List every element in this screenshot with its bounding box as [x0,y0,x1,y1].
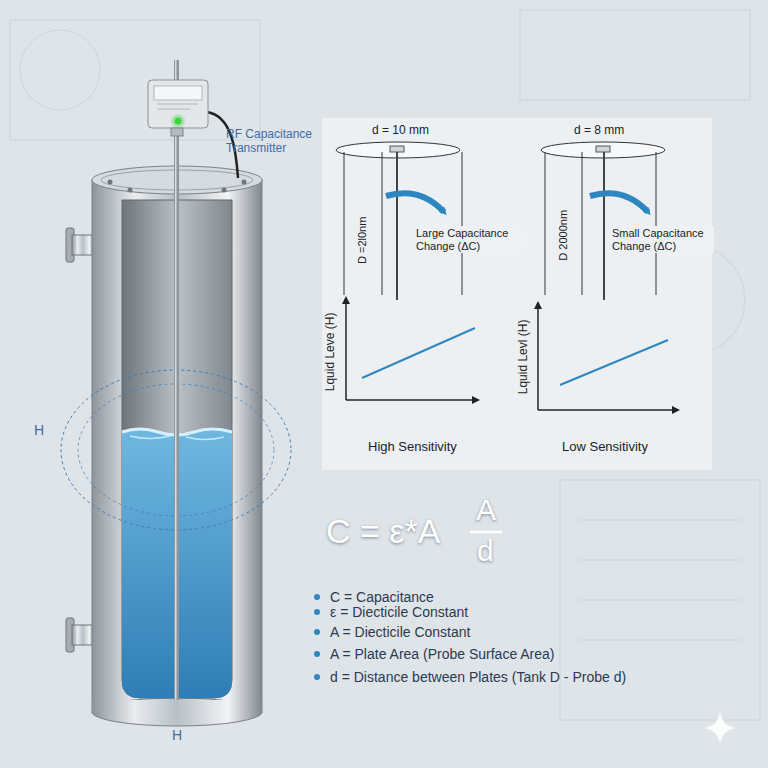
sensitivity-diagrams-part [362,328,475,378]
info-panel [322,118,712,470]
tank-part [174,60,179,700]
level-marker: H [34,422,44,438]
sensitivity-diagrams-part [345,300,347,400]
sensitivity-diagrams-part [344,152,345,295]
legend-bullet-text: A = Diecticile Constant [330,624,470,640]
sensitivity-diagrams-part [386,193,444,212]
legend-bullet-text: C = Capacitance [330,589,434,605]
tank-part [92,698,262,726]
tank-part [175,60,177,700]
blueprint-background-part [580,560,740,561]
tank-part [108,180,113,185]
sensitivity-diagrams-part [582,152,583,295]
blueprint-background-part [580,600,740,601]
sensitivity-diagrams-part [537,305,539,410]
legend-bullet-text: ε = Diecticile Constant [330,604,468,620]
transmitter-part [157,104,198,105]
legend-bullet-text: d = Distance between Plates (Tank D - Pr… [330,669,626,685]
sensitivity-diagrams-part [560,340,668,385]
blueprint-background-part [580,640,740,641]
sensitivity-diagrams-part [545,152,546,295]
tank-part [222,188,227,193]
capacitance-note: Small Capacitance Change (ΔC) [610,226,714,253]
sparkle-icon [704,712,736,744]
legend-bullet-text: A = Plate Area (Probe Surface Area) [330,646,555,662]
capacitance-note: Large Capacitance Change (ΔC) [414,226,526,253]
sensitivity-diagrams-part [462,152,463,295]
formula-part [314,651,320,657]
sensitivity-diagrams-part [656,152,657,295]
graph-caption: Low Sensitivity [562,440,648,455]
tank-part [242,180,247,185]
transmitter-part [157,109,190,110]
sensitivity-diagrams-part [538,409,676,411]
blueprint-background-part [580,520,740,521]
formula-text: C = ε*A [326,512,440,551]
formula-numerator: A [476,493,496,528]
transmitter-part [154,86,202,100]
blueprint-background-part [520,10,750,100]
dimension-label: d = 8 mm [574,124,624,138]
dimension-label: D =2l0nm [357,216,370,263]
tank [61,60,291,726]
dimension-label: D 2000nm [557,210,570,261]
sensitivity-diagrams-part [390,146,404,152]
level-marker: H [172,727,182,743]
transmitter-part [171,128,183,136]
formula-part [314,629,320,635]
blueprint-background-part [20,30,100,110]
sensitivity-diagrams-part [603,152,605,300]
sparkle-icon-part [704,712,736,744]
info-panel-part [322,118,712,470]
blueprint-background [10,10,760,720]
sensitivity-diagrams-part [396,152,398,300]
axis-label: Lquid Levl (H) [517,320,531,395]
transmitter-part [175,118,182,125]
graph-caption: High Sensitivity [368,440,457,455]
tank-part [72,235,94,255]
dimension-label: d = 10 mm [372,124,429,138]
transmitter-part [170,113,186,129]
formula-part [314,594,320,600]
transmitter [148,80,238,178]
sensitivity-diagrams-part [382,152,383,295]
sensitivity-diagrams-part [590,193,648,212]
tank-part [72,625,94,645]
formula-part [470,531,502,534]
tank-part [128,188,133,193]
sensitivity-diagrams-part [346,399,476,401]
sensitivity-diagrams-part [596,146,610,152]
transmitter-label: RF Capacitance Transmitter [226,128,321,156]
tank-part [92,700,262,712]
formula-part [314,609,320,615]
formula-denominator: d [477,534,494,569]
formula-part [314,674,320,680]
transmitter-part [148,80,208,128]
axis-label: Lquid Leve (H) [324,313,338,392]
sensitivity-diagrams [336,142,676,410]
